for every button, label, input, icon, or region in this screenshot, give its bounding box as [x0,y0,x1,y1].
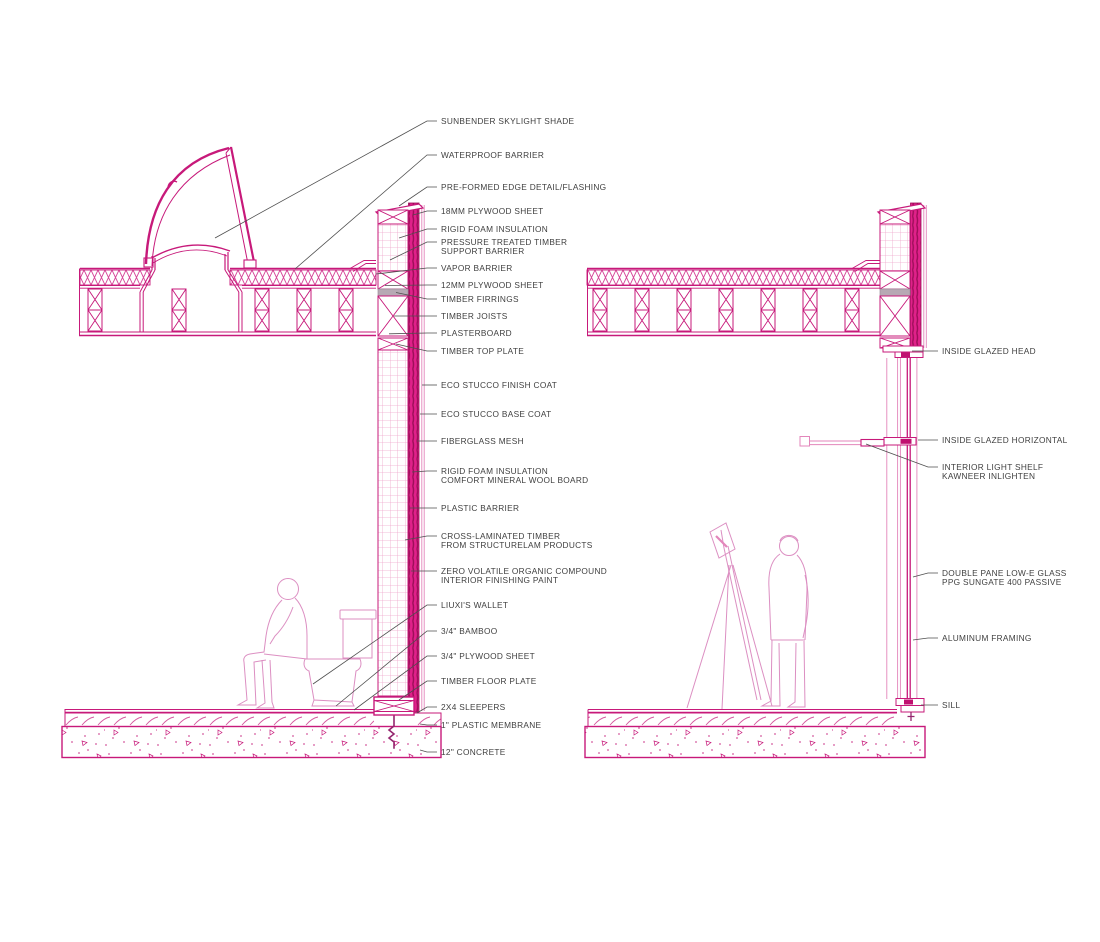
callout-preformed-edge-flashing: PRE-FORMED EDGE DETAIL/FLASHING [441,181,607,192]
right-wall-assembly [876,202,927,353]
standing-person [760,534,809,708]
callout-interior-light-shelf: INTERIOR LIGHT SHELF KAWNEER INLIGHTEN [942,461,1044,482]
callout-2x4-sleepers: 2X4 SLEEPERS [441,701,506,712]
callout-mineral-wool-board: RIGID FOAM INSULATION COMFORT MINERAL WO… [441,465,589,486]
callout-inside-glazed-head: INSIDE GLAZED HEAD [942,345,1036,356]
callout-fiberglass-mesh: FIBERGLASS MESH [441,435,524,446]
callout-timber-firrings: TIMBER FIRRINGS [441,293,519,304]
callout-waterproof-barrier: WATERPROOF BARRIER [441,149,545,160]
callout-eco-stucco-base: ECO STUCCO BASE COAT [441,408,552,419]
callout-plastic-barrier: PLASTIC BARRIER [441,502,520,513]
left-wall-assembly [373,202,425,716]
callout-rigid-foam-insulation-roof: RIGID FOAM INSULATION [441,223,549,234]
callout-sunbender-skylight-shade: SUNBENDER SKYLIGHT SHADE [441,115,575,126]
callout-18mm-plywood: 18MM PLYWOOD SHEET [441,205,544,216]
leader-lines [214,120,938,753]
callout-timber-top-plate: TIMBER TOP PLATE [441,345,525,356]
callout-plasterboard: PLASTERBOARD [441,327,512,338]
easel [686,522,773,710]
light-shelf [799,436,885,447]
callout-vapor-barrier: VAPOR BARRIER [441,262,513,273]
callout-eco-stucco-finish: ECO STUCCO FINISH COAT [441,379,558,390]
skylight-assembly [139,146,257,332]
callout-double-pane-glass: DOUBLE PANE LOW-E GLASS PPG SUNGATE 400 … [942,567,1067,588]
callout-liuxis-wallet: LIUXI'S WALLET [441,599,509,610]
callout-aluminum-framing: ALUMINUM FRAMING [942,632,1032,643]
callout-12in-concrete: 12" CONCRETE [441,746,506,757]
left-roof-assembly [79,260,377,337]
right-roof-assembly [586,260,881,337]
callout-bamboo: 3/4" BAMBOO [441,625,498,636]
left-floor-assembly [61,709,442,759]
callout-zero-voc-paint: ZERO VOLATILE ORGANIC COMPOUND INTERIOR … [441,565,608,586]
callout-plastic-membrane: 1" PLASTIC MEMBRANE [441,719,542,730]
callout-timber-floor-plate: TIMBER FLOOR PLATE [441,675,537,686]
callout-inside-glazed-horizontal: INSIDE GLAZED HORIZONTAL [942,434,1068,445]
seated-person [236,578,308,709]
window-assembly [882,345,925,721]
callout-timber-joists: TIMBER JOISTS [441,310,508,321]
callout-pressure-treated-timber: PRESSURE TREATED TIMBER SUPPORT BARRIER [441,236,568,257]
callout-cross-laminated-timber: CROSS-LAMINATED TIMBER FROM STRUCTURELAM… [441,530,593,551]
callout-12mm-plywood: 12MM PLYWOOD SHEET [441,279,544,290]
right-floor-assembly [584,709,926,759]
callout-sill: SILL [942,699,961,710]
toilet [303,609,377,707]
callout-34-plywood: 3/4" PLYWOOD SHEET [441,650,535,661]
